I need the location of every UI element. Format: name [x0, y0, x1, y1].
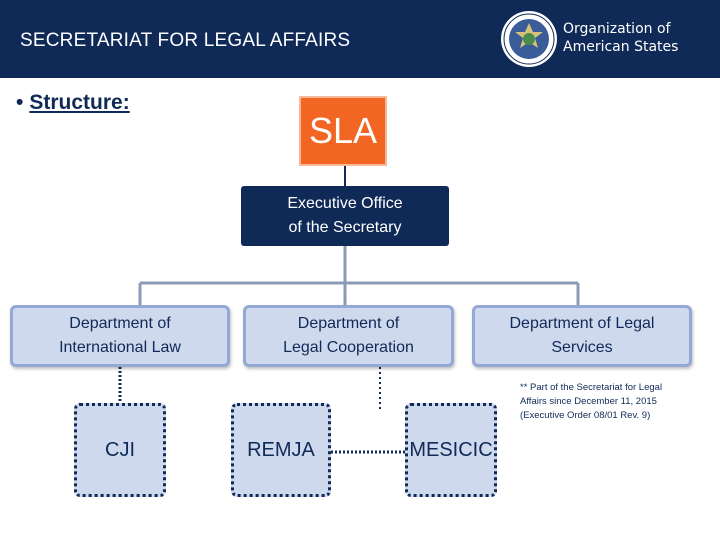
org-name-line: American States: [563, 39, 679, 55]
structure-label: Structure:: [29, 91, 130, 114]
header-banner: SECRETARIAT FOR LEGAL AFFAIRS Organizati…: [0, 0, 720, 78]
department-label: Department of: [69, 315, 171, 332]
department-label: Services: [551, 339, 613, 356]
footnote: ** Part of the Secretariat for Legal Aff…: [520, 381, 710, 423]
structure-heading: •Structure:: [16, 91, 130, 115]
department-legal-cooperation: Department of Legal Cooperation: [243, 305, 454, 367]
department-legal-services: Department of Legal Services: [472, 305, 692, 367]
footnote-line: ** Part of the Secretariat for Legal: [520, 382, 663, 393]
cji-box: CJI: [74, 403, 166, 497]
executive-office-line: Executive Office: [287, 195, 403, 212]
department-label: International Law: [59, 339, 181, 356]
executive-office-box: Executive Office of the Secretary: [241, 186, 449, 246]
footnote-line: Affairs since December 11, 2015: [520, 396, 657, 407]
executive-office-line: of the Secretary: [288, 219, 402, 236]
footnote-line: (Executive Order 08/01 Rev. 9): [520, 410, 651, 421]
remja-box: REMJA: [231, 403, 331, 497]
department-label: Legal Cooperation: [283, 339, 414, 356]
slide-title: SECRETARIAT FOR LEGAL AFFAIRS: [20, 30, 351, 51]
department-international-law: Department of International Law: [10, 305, 230, 367]
org-name-line: Organization of: [563, 21, 671, 37]
sla-box: SLA: [299, 96, 387, 166]
oas-seal-icon: [501, 11, 557, 67]
organization-name: Organization of American States: [563, 20, 678, 56]
department-label: Department of: [297, 315, 400, 332]
department-label: Department of Legal: [509, 315, 655, 332]
bullet: •: [16, 91, 24, 114]
mesicic-box: MESICIC: [405, 403, 497, 497]
